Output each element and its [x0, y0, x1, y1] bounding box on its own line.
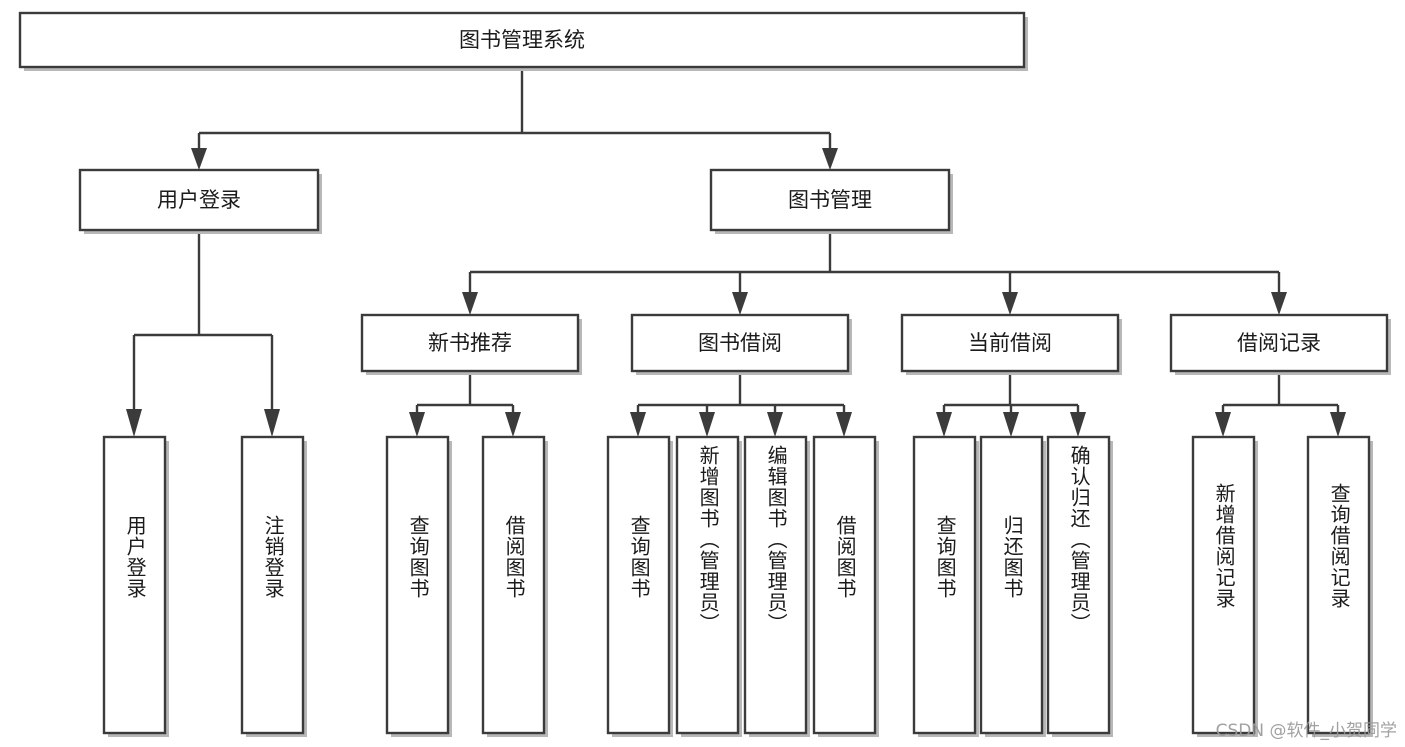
node-new-book-recommend[interactable]: 新书推荐 [360, 313, 582, 375]
arrow-leaf-query-book-1 [409, 412, 425, 437]
arrow-leaf-edit-book [767, 412, 783, 437]
node-book-manage-box [709, 168, 951, 232]
arrow-leaf-query-book-3 [936, 412, 952, 437]
leaf-boxes-layer [102, 435, 1373, 737]
arrow-leaf-query-book-2 [630, 412, 646, 437]
leaf-box-borrow-book-1[interactable] [481, 435, 546, 735]
arrow-leaf-return-book [1003, 412, 1019, 437]
leaf-box-edit-book[interactable] [743, 435, 808, 735]
node-new-book-recommend-label: 新书推荐 [428, 331, 512, 355]
connector-layer [126, 69, 1346, 437]
arrow-book-borrow [732, 292, 748, 315]
node-user-login-box [78, 168, 320, 232]
leaf-box-query-book-1[interactable] [385, 435, 450, 735]
node-borrow-record[interactable]: 借阅记录 [1169, 313, 1391, 375]
arrow-leaf-confirm-return [1070, 412, 1086, 437]
leaf-box-return-book[interactable] [979, 435, 1044, 735]
leaf-box-user-login[interactable] [102, 435, 167, 735]
node-new-book-recommend-box [360, 313, 580, 373]
node-book-borrow[interactable]: 图书借阅 [630, 313, 852, 375]
node-book-borrow-label: 图书借阅 [698, 331, 782, 355]
node-root[interactable]: 图书管理系统 [18, 11, 1028, 71]
arrow-leaf-borrow-book-1 [505, 412, 521, 437]
arrow-leaf-user-login [126, 409, 142, 437]
leaf-box-add-book[interactable] [675, 435, 740, 735]
arrow-new-book-recommend [462, 292, 478, 315]
leaf-box-query-book-3[interactable] [912, 435, 977, 735]
node-current-borrow-label: 当前借阅 [968, 331, 1052, 355]
arrow-user-login [191, 148, 207, 170]
node-borrow-record-label: 借阅记录 [1237, 331, 1321, 355]
arrow-book-manage [822, 148, 838, 170]
node-book-manage[interactable]: 图书管理 [709, 168, 953, 234]
node-current-borrow-box [900, 313, 1120, 373]
node-root-label: 图书管理系统 [459, 28, 585, 52]
arrow-current-borrow [1002, 292, 1018, 315]
node-book-borrow-box [630, 313, 850, 373]
node-borrow-record-box [1169, 313, 1389, 373]
node-user-login[interactable]: 用户登录 [78, 168, 322, 234]
arrow-leaf-borrow-book-2 [836, 412, 852, 437]
arrow-leaf-add-record [1215, 412, 1231, 437]
leaf-box-add-record[interactable] [1191, 435, 1256, 735]
arrow-leaf-query-record [1330, 412, 1346, 437]
node-user-login-label: 用户登录 [157, 188, 241, 212]
leaf-box-confirm-return[interactable] [1046, 435, 1111, 735]
node-book-manage-label: 图书管理 [788, 188, 872, 212]
leaf-box-borrow-book-2[interactable] [812, 435, 877, 735]
leaf-box-query-record[interactable] [1306, 435, 1371, 735]
arrow-leaf-add-book [699, 412, 715, 437]
node-current-borrow[interactable]: 当前借阅 [900, 313, 1122, 375]
leaf-box-query-book-2[interactable] [606, 435, 671, 735]
node-root-box [18, 11, 1026, 69]
arrow-borrow-record [1271, 292, 1287, 315]
leaf-box-user-logout[interactable] [240, 435, 305, 735]
arrow-leaf-user-logout [264, 409, 280, 437]
